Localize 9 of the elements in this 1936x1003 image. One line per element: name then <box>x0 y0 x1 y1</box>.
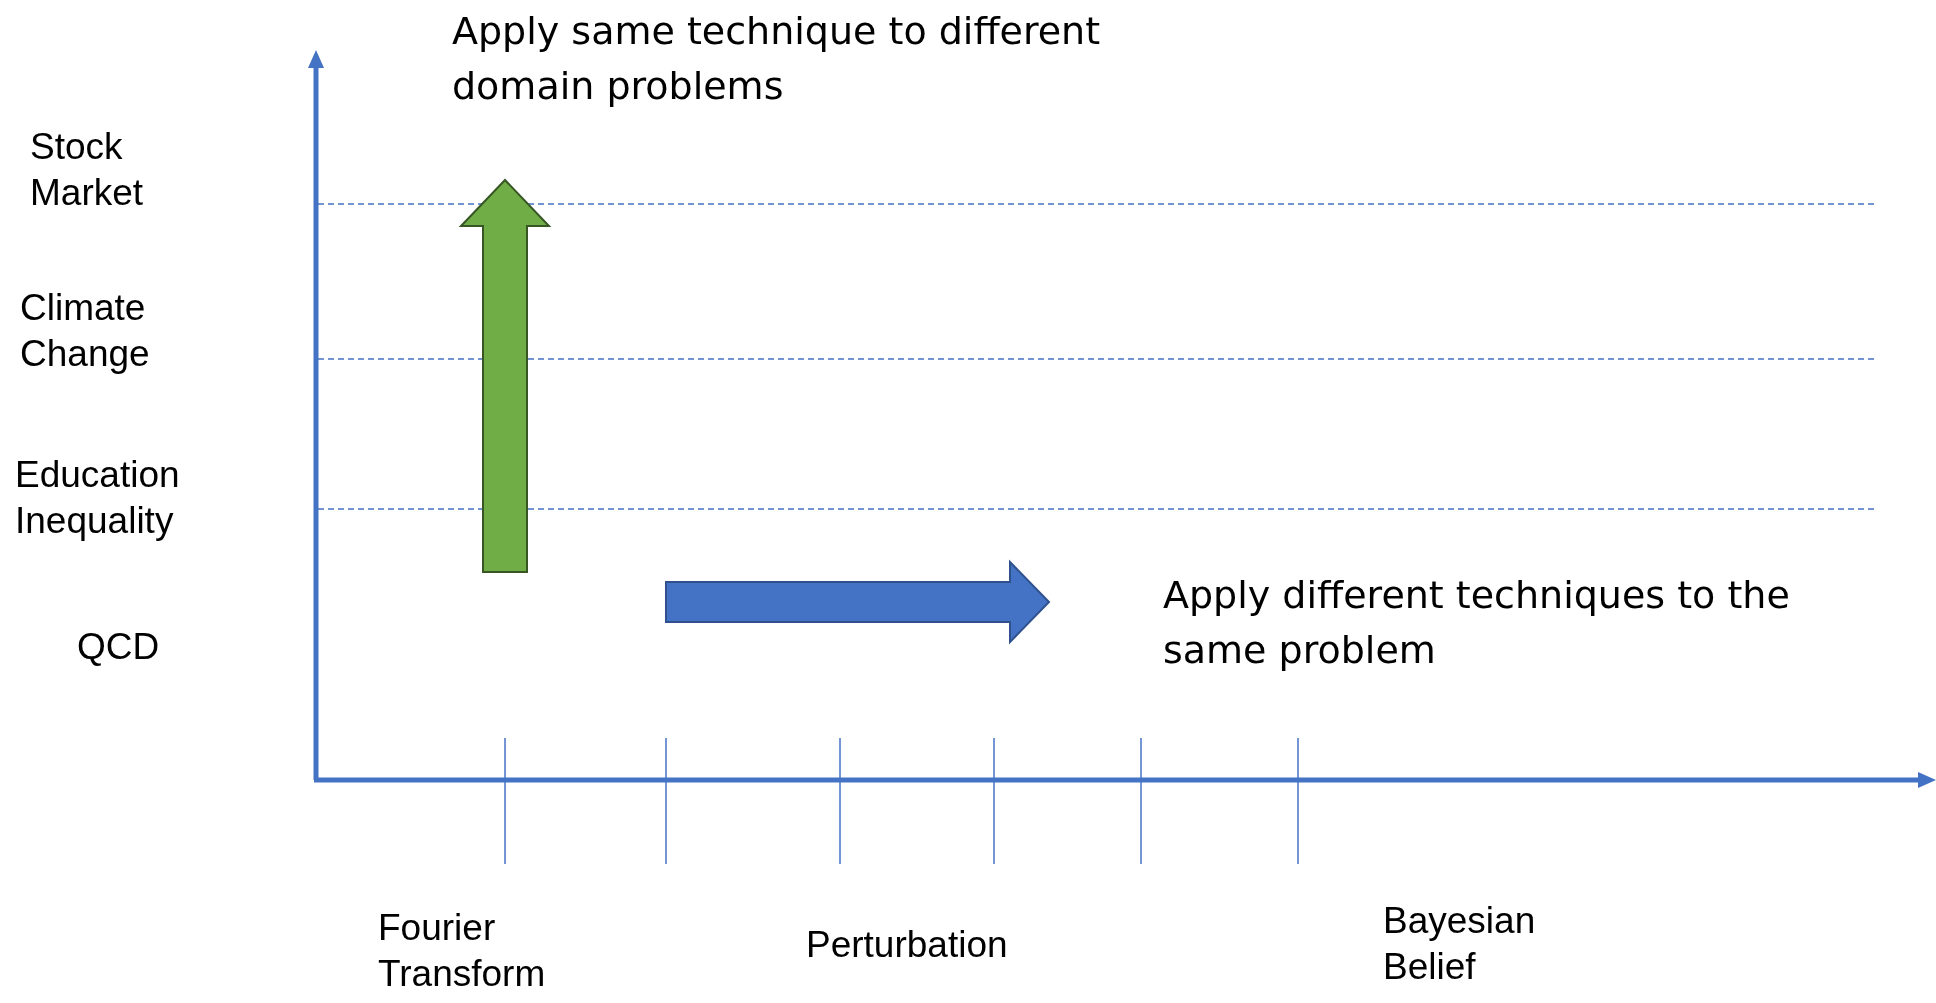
axis-label: Education Inequality <box>15 453 181 544</box>
axis-label: Fourier Transform <box>378 906 547 997</box>
axis-label: Climate Change <box>20 286 151 377</box>
axis-label: QCD <box>77 625 160 669</box>
annotation-text: Apply different techniques to the same problem <box>1163 572 1791 675</box>
axis-label: Stock Market <box>30 125 145 216</box>
axis-label: Perturbation <box>806 923 1008 967</box>
annotation-text: Apply same technique to different domain problems <box>452 8 1102 111</box>
axis-label: Bayesian Belief <box>1383 899 1537 990</box>
